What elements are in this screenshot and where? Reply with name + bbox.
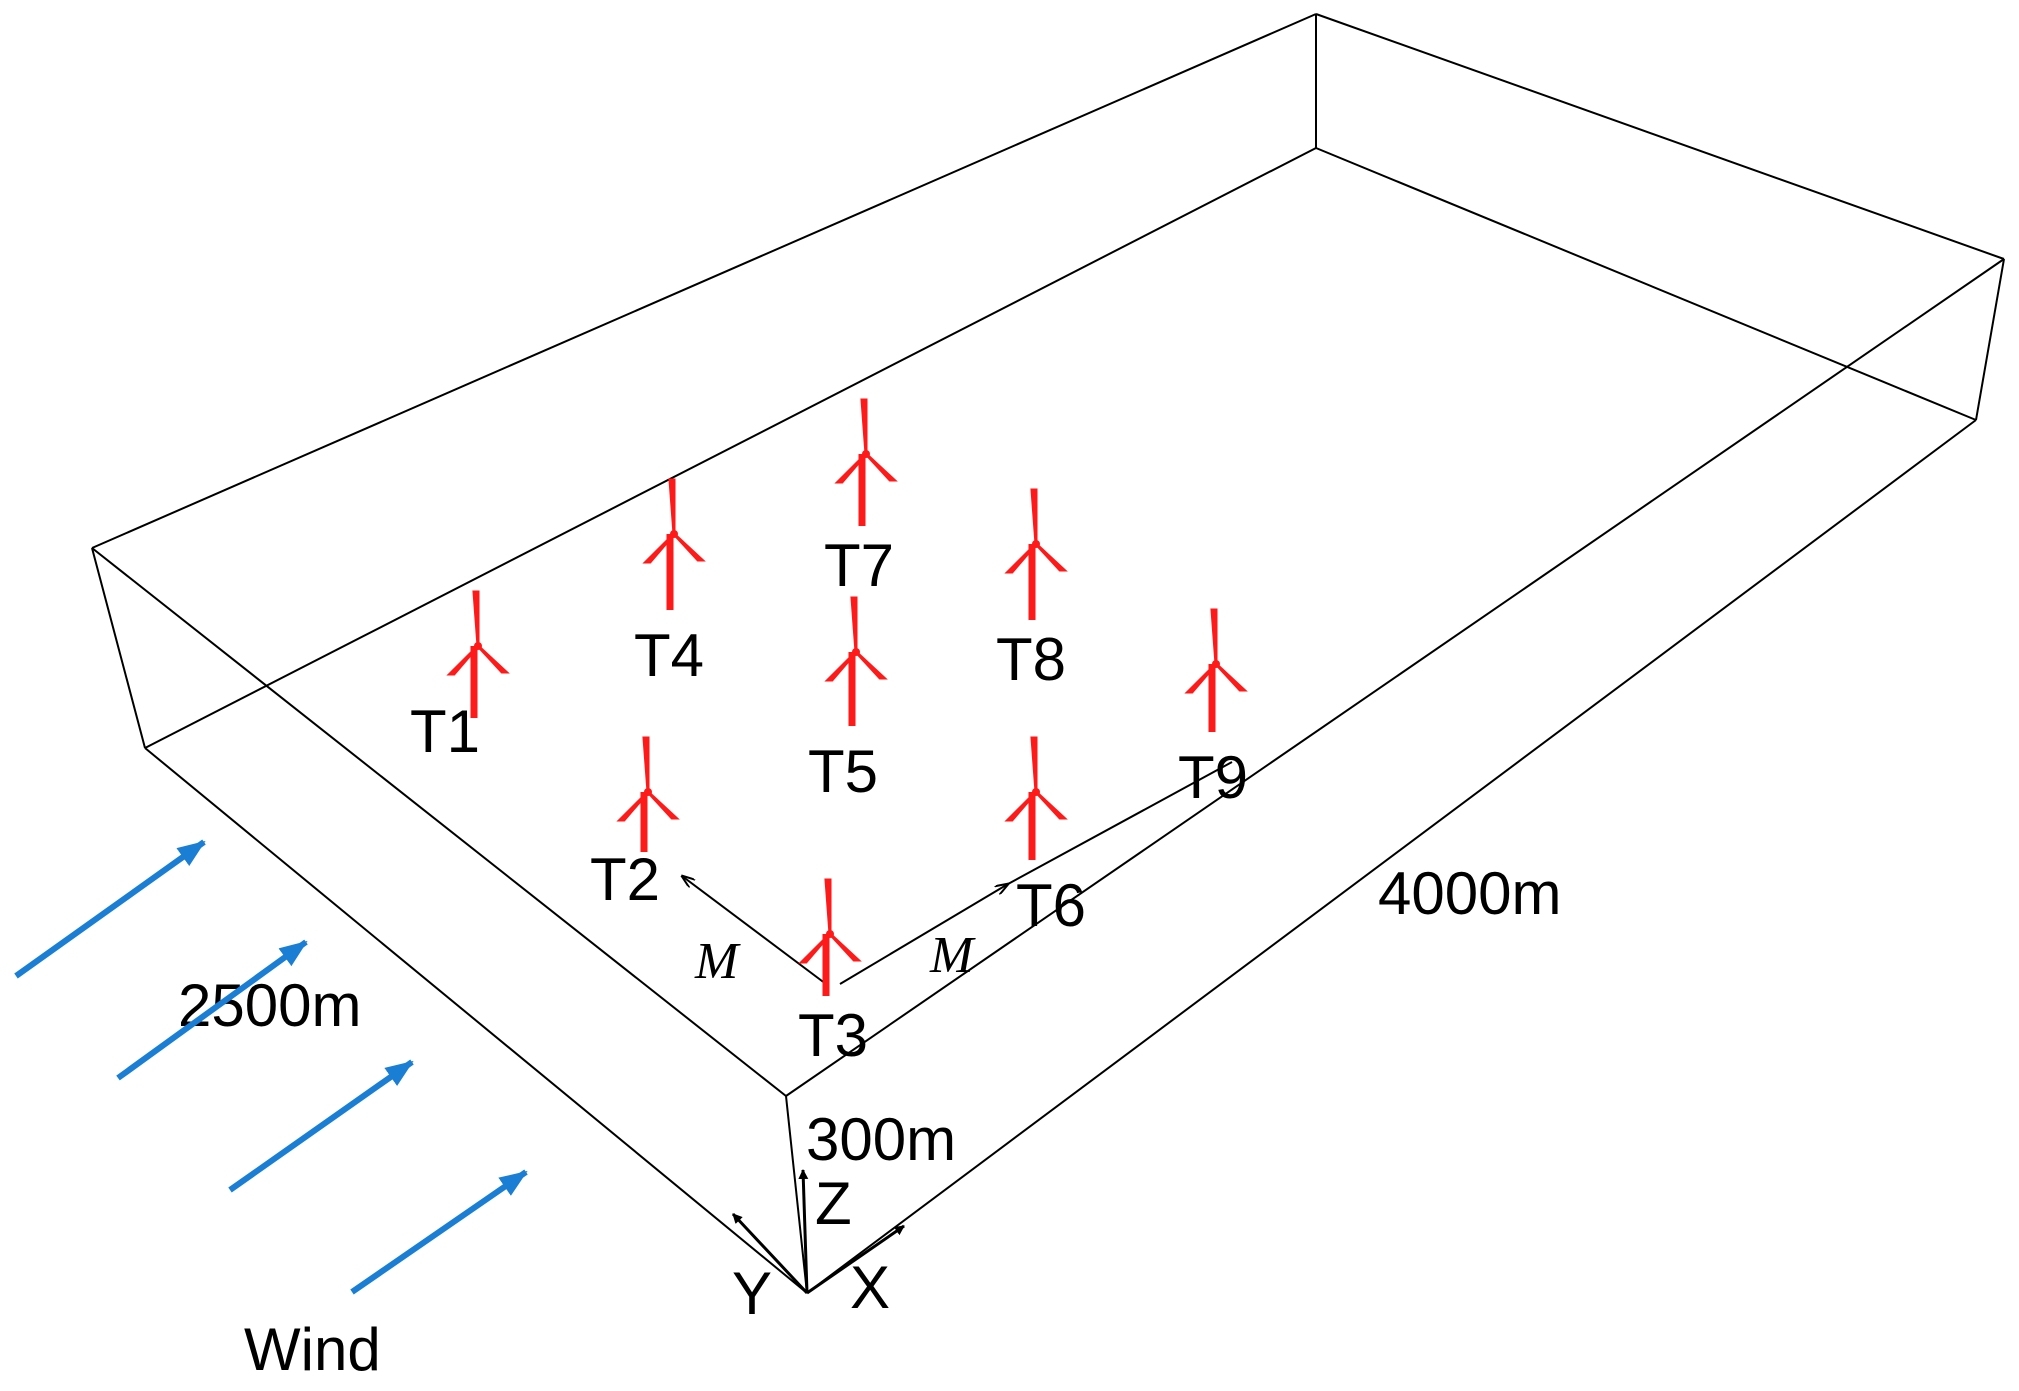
height-label: 300m: [806, 1106, 956, 1173]
turbine-blade: [672, 532, 706, 562]
turbine-blade: [668, 478, 676, 535]
turbine-blade: [1004, 790, 1038, 822]
turbine-label-t1: T1: [410, 698, 480, 765]
turbine-hub: [644, 788, 652, 796]
z-axis-arrow: [798, 1169, 809, 1294]
turbine-blade: [446, 644, 480, 676]
box-edge-vert-near: [785, 1095, 808, 1294]
turbine-blade: [860, 398, 868, 455]
turbine-hub: [1212, 660, 1220, 668]
box-edge-vert-left: [91, 547, 146, 749]
y-axis-arrow: [731, 1212, 809, 1295]
spacing-extension-right: [1007, 761, 1233, 885]
z-axis-label: Z: [815, 1170, 852, 1237]
box-edge-bottom-near: [806, 419, 1977, 1294]
wind-arrows: [14, 839, 528, 1295]
turbine-t8: [1004, 488, 1068, 620]
box-edge-top-front: [91, 547, 787, 1097]
coordinate-axes: Z X Y: [731, 1169, 905, 1327]
turbine-blade: [476, 644, 510, 674]
x-axis-label: X: [850, 1254, 890, 1321]
turbine-blade: [1030, 488, 1038, 545]
length-label: 4000m: [1378, 860, 1561, 927]
turbine-blade: [798, 932, 832, 964]
turbine-hub: [852, 648, 860, 656]
wind-arrow-icon: [116, 939, 308, 1081]
turbine-hub: [670, 530, 678, 538]
spacing-label-right: M: [929, 927, 976, 984]
width-label: 2500m: [178, 972, 361, 1039]
turbine-label-t9: T9: [1178, 744, 1248, 811]
turbine-label-t7: T7: [824, 532, 894, 599]
turbine-blade: [834, 452, 868, 484]
turbine-t7: [834, 398, 898, 526]
box-edge-top-right: [1315, 13, 2005, 260]
spacing-arrow-right: [839, 884, 1008, 985]
domain-box: [91, 13, 2005, 1294]
turbine-t6: [1004, 736, 1068, 860]
turbine-labels: T1 T2 T3 T4 T5 T6 T7 T8 T9: [410, 532, 1248, 1069]
turbine-blade: [1004, 542, 1038, 574]
turbine-t1: [446, 590, 510, 718]
turbine-hub: [474, 642, 482, 650]
turbine-blade: [824, 650, 858, 682]
turbine-blade: [1214, 662, 1248, 692]
turbine-blade: [824, 878, 832, 935]
turbine-label-t3: T3: [798, 1002, 868, 1069]
x-axis-arrow: [806, 1224, 905, 1295]
box-edge-bottom-right: [1315, 147, 1977, 421]
turbine-blade: [472, 590, 480, 647]
spacing-arrow-left: [682, 876, 827, 985]
turbine-t4: [642, 478, 706, 610]
turbine-blade: [1030, 736, 1038, 793]
box-edge-vert-right: [1975, 258, 2005, 421]
turbine-blade: [1034, 542, 1068, 572]
turbine-blade: [1184, 662, 1218, 694]
box-edge-top-left: [91, 13, 1317, 549]
wind-arrow-icon: [350, 1169, 528, 1295]
turbine-label-t8: T8: [996, 626, 1066, 693]
box-edge-bottom-left: [144, 147, 1317, 749]
spacing-arrows: M M: [682, 761, 1233, 990]
turbine-blade: [854, 650, 888, 680]
turbine-t3: [798, 878, 862, 996]
wind-label: Wind: [244, 1316, 381, 1383]
wind-arrow-icon: [228, 1059, 414, 1193]
turbine-blade: [1210, 608, 1218, 665]
turbine-blade: [828, 932, 862, 962]
turbine-label-t4: T4: [634, 622, 704, 689]
turbine-hub: [862, 450, 870, 458]
turbine-blade: [1034, 790, 1068, 820]
turbine-blade: [642, 532, 676, 564]
spacing-label-left: M: [694, 933, 741, 990]
turbine-label-t5: T5: [808, 738, 878, 805]
dimension-labels: 4000m 2500m 300m: [178, 860, 1561, 1173]
wind-arrow-icon: [14, 839, 206, 979]
turbine-hub: [1032, 540, 1040, 548]
turbine-hub: [826, 930, 834, 938]
turbine-blade: [646, 790, 680, 820]
turbine-t5: [824, 596, 888, 726]
turbine-label-t2: T2: [590, 846, 660, 913]
turbine-hub: [1032, 788, 1040, 796]
turbine-label-t6: T6: [1016, 872, 1086, 939]
y-axis-label: Y: [732, 1260, 772, 1327]
turbine-blade: [642, 736, 650, 793]
box-edge-top-near: [785, 258, 2005, 1097]
box-edge-bottom-front: [144, 747, 808, 1294]
turbine-t2: [616, 736, 680, 852]
turbine-blade: [864, 452, 898, 482]
turbine-t9: [1184, 608, 1248, 732]
turbine-blade: [616, 790, 650, 822]
turbine-layer: [446, 398, 1248, 996]
turbine-blade: [850, 596, 858, 653]
